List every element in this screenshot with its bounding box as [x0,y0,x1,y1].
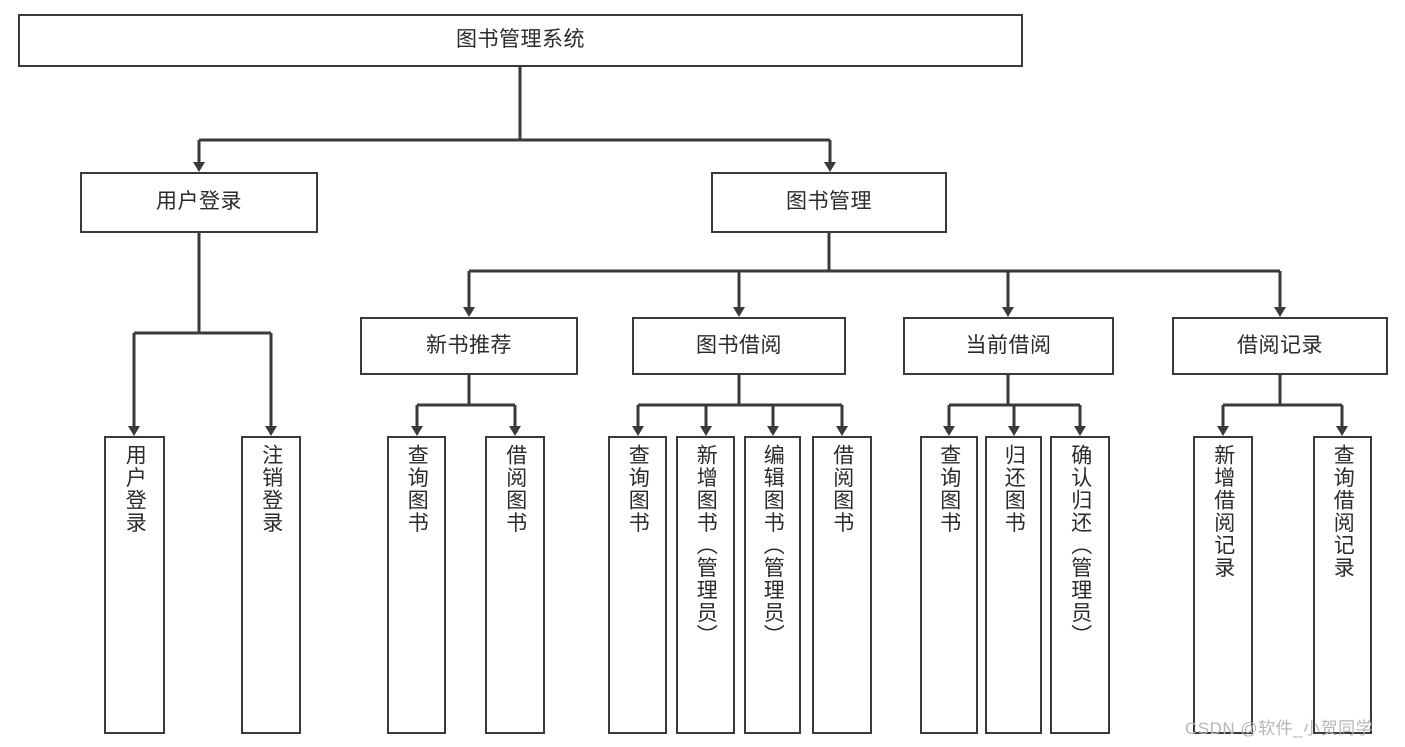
node-leaf-confirm-return-label: 确认归还（管理员） [1068,444,1092,647]
node-leaf-return-book[interactable]: 归还图书 [985,436,1042,734]
node-leaf-add-book-label: 新增图书（管理员） [694,444,718,647]
node-leaf-query-borrow-record-label: 查询借阅记录 [1331,444,1355,579]
node-borrow-record-label: 借阅记录 [1237,333,1323,357]
node-leaf-edit-book-label: 编辑图书（管理员） [761,444,785,647]
node-leaf-add-borrow-record[interactable]: 新增借阅记录 [1193,436,1253,734]
node-current-borrow-label: 当前借阅 [965,333,1052,357]
node-leaf-query-book-current-label: 查询图书 [937,444,961,534]
node-leaf-logout-login[interactable]: 注销登录 [241,436,301,734]
node-leaf-user-login-label: 用户登录 [123,444,147,534]
node-leaf-query-book-borrow-label: 查询图书 [626,444,650,534]
node-leaf-query-book-borrow[interactable]: 查询图书 [608,436,667,734]
node-user-login-label: 用户登录 [156,190,242,214]
csdn-watermark: CSDN @软件_小贺同学 [1185,719,1374,738]
node-leaf-query-book-current[interactable]: 查询图书 [920,436,978,734]
node-new-book-recommend-label: 新书推荐 [426,333,512,357]
node-borrow-record[interactable]: 借阅记录 [1172,317,1388,375]
node-book-manage[interactable]: 图书管理 [711,172,947,233]
node-leaf-add-book[interactable]: 新增图书（管理员） [676,436,735,734]
node-leaf-add-borrow-record-label: 新增借阅记录 [1211,444,1235,579]
node-new-book-recommend[interactable]: 新书推荐 [360,317,578,375]
node-leaf-borrow-book-label: 借阅图书 [830,444,854,534]
node-leaf-user-login[interactable]: 用户登录 [104,436,165,734]
node-leaf-borrow-book[interactable]: 借阅图书 [812,436,872,734]
node-leaf-edit-book[interactable]: 编辑图书（管理员） [744,436,801,734]
node-leaf-query-book-recommend-label: 查询图书 [405,444,429,534]
node-leaf-query-borrow-record[interactable]: 查询借阅记录 [1313,436,1372,734]
node-leaf-confirm-return[interactable]: 确认归还（管理员） [1050,436,1110,734]
node-root-label: 图书管理系统 [456,28,585,52]
node-leaf-return-book-label: 归还图书 [1002,444,1026,534]
node-book-manage-label: 图书管理 [786,190,872,214]
node-book-borrow-label: 图书借阅 [696,333,782,357]
node-leaf-borrow-book-recommend-label: 借阅图书 [503,444,527,534]
node-leaf-borrow-book-recommend[interactable]: 借阅图书 [485,436,545,734]
node-leaf-logout-login-label: 注销登录 [259,444,283,534]
node-leaf-query-book-recommend[interactable]: 查询图书 [387,436,446,734]
node-current-borrow[interactable]: 当前借阅 [903,317,1114,375]
node-book-borrow[interactable]: 图书借阅 [632,317,846,375]
node-user-login[interactable]: 用户登录 [80,172,318,233]
node-root[interactable]: 图书管理系统 [18,14,1023,67]
